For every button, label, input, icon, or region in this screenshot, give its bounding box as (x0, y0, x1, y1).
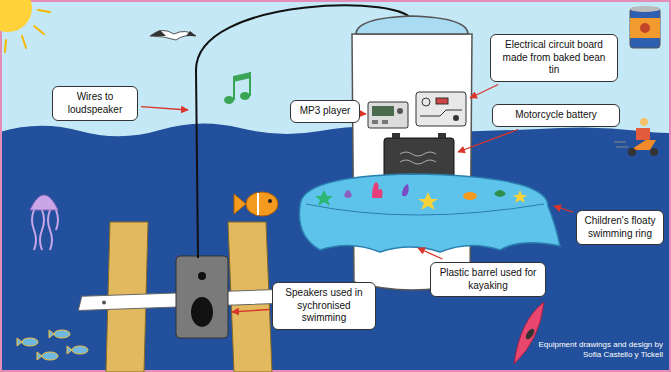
swimming-ring (299, 174, 560, 252)
credit-note: Equipment drawings and design by Sofia C… (523, 340, 663, 359)
jellyfish (30, 195, 58, 250)
music-note (224, 72, 251, 104)
battery (384, 133, 454, 178)
leader-arrow (363, 113, 366, 115)
callout-text: Speakers used in sychronised swimming (279, 287, 369, 325)
callout-text: Electrical circuit board made from baked… (497, 39, 611, 77)
mp3-player (368, 102, 408, 128)
callout-box: Motorcycle battery (492, 104, 620, 127)
bean-tin (630, 6, 660, 48)
sea (0, 123, 671, 372)
leader-arrow (232, 309, 269, 312)
callout-box: Plastic barrel used for kayaking (430, 262, 546, 297)
ring-decorations (315, 182, 527, 210)
circuit-board (416, 92, 466, 126)
callout-text: Children's floaty swimming ring (583, 215, 657, 240)
callout-box: Children's floaty swimming ring (576, 210, 664, 245)
leader-arrow (554, 206, 573, 212)
delivery-scooter (614, 118, 658, 156)
kayak (514, 302, 544, 364)
callout-text: Motorcycle battery (499, 109, 613, 122)
orange-fish (234, 192, 278, 216)
callout-box: Speakers used in sychronised swimming (272, 282, 376, 330)
callout-text: MP3 player (297, 105, 353, 118)
callout-box: Wires to loudspeaker (52, 86, 138, 121)
callout-text: Plastic barrel used for kayaking (437, 267, 539, 292)
speaker (176, 256, 228, 338)
leader-arrow (418, 248, 442, 259)
leader-arrow (470, 85, 498, 99)
sun (0, 0, 50, 52)
leader-arrow (141, 107, 188, 110)
small-fish (17, 330, 88, 360)
callout-box: MP3 player (290, 100, 360, 123)
callout-box: Electrical circuit board made from baked… (490, 34, 618, 82)
leader-arrow (458, 130, 518, 153)
callout-text: Wires to loudspeaker (59, 91, 131, 116)
seagull (150, 30, 196, 40)
